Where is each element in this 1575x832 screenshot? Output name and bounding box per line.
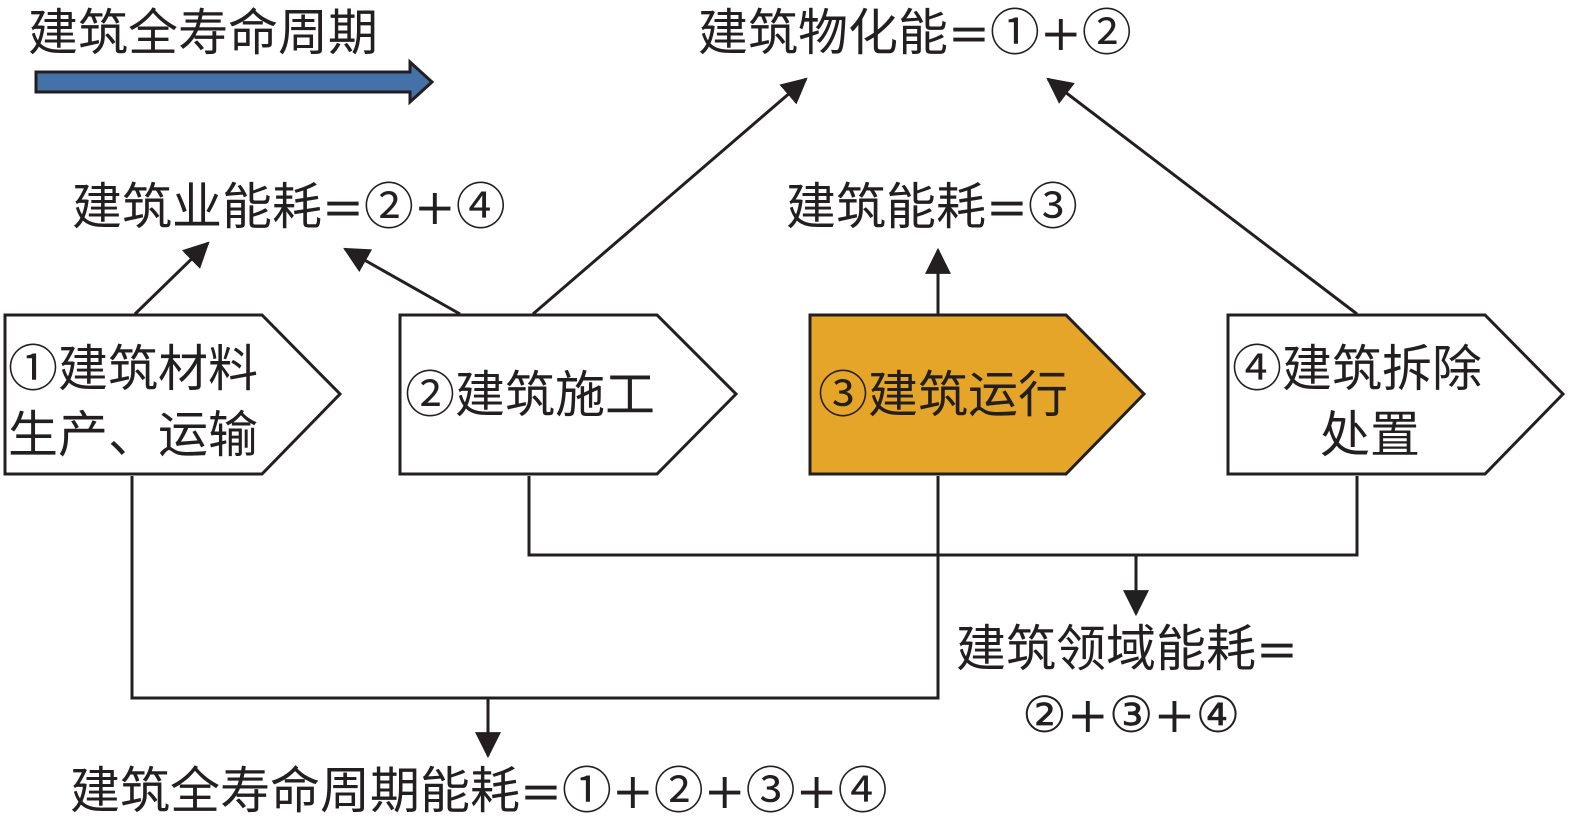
arrow-1-to-industry — [133, 241, 210, 316]
stage-box-2 — [398, 313, 739, 476]
stage-4-label-line2: 处置 — [1320, 406, 1420, 464]
lifecycle-energy-label: 建筑全寿命周期能耗=①+②+③+④ — [70, 762, 888, 820]
lifecycle-direction-arrow — [34, 58, 435, 106]
stage-4-label-line1: ④建筑拆除 — [1232, 340, 1482, 398]
stage-box-1 — [3, 313, 343, 476]
stage-1-label-line2: 生产、运输 — [8, 406, 258, 464]
domain-connector — [527, 476, 1359, 557]
arrow-4-to-embodied — [1046, 77, 1358, 316]
stage-2-label: ②建筑施工 — [405, 366, 655, 424]
stage-box-4 — [1226, 313, 1566, 476]
domain-energy-label-line1: 建筑领域能耗= — [956, 620, 1298, 678]
embodied-energy-label: 建筑物化能=①+② — [698, 4, 1132, 62]
industry-energy-label: 建筑业能耗=②+④ — [72, 178, 506, 236]
stage-1-label-line1: ①建筑材料 — [8, 340, 258, 398]
stage-box-3 — [808, 313, 1147, 476]
domain-energy-label-line2: ②+③+④ — [1022, 686, 1241, 744]
lifecycle-connector — [130, 476, 940, 700]
arrow-2-to-industry — [343, 247, 461, 316]
legend-label: 建筑全寿命周期 — [28, 4, 378, 62]
arrow-2-to-embodied — [532, 77, 808, 316]
stage-3-label: ③建筑运行 — [818, 366, 1068, 424]
building-energy-label: 建筑能耗=③ — [786, 178, 1078, 236]
